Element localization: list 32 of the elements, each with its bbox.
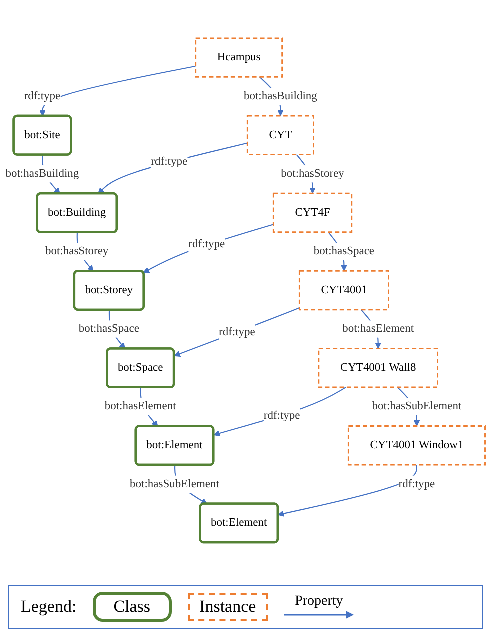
edge-label: rdf:type <box>398 478 436 490</box>
instance-sample: Instance <box>188 593 268 621</box>
arrow <box>174 308 300 358</box>
edge-label: bot:hasSubElement <box>372 400 462 413</box>
edge-label: rdf:type <box>24 90 61 102</box>
arrow <box>214 386 346 437</box>
edge-label: bot:hasStorey <box>281 168 344 180</box>
edge-label: rdf:type <box>188 238 226 250</box>
arrow <box>278 465 418 517</box>
class-sample: Class <box>92 592 172 622</box>
edge-label: bot:hasBuilding <box>244 90 318 102</box>
edge-label: bot:hasStorey <box>45 245 109 258</box>
arrow <box>40 66 196 117</box>
legend-text: Property <box>295 594 344 610</box>
edge-label: bot:hasElement <box>104 400 176 413</box>
edge-label: rdf:type <box>219 326 256 338</box>
node-box: CYT4F <box>272 192 353 234</box>
edge-label: bot:hasElement <box>342 322 414 336</box>
arrow <box>98 142 248 194</box>
node-box: CYT4001 <box>298 270 390 311</box>
node-box: Hcampus <box>195 38 284 78</box>
node-box: CYT <box>246 115 314 156</box>
edge-label: bot:hasSubElement <box>130 478 220 490</box>
legend-title: Legend: <box>21 597 77 617</box>
edge-label: rdf:type <box>264 409 300 422</box>
edge-label: bot:hasBuilding <box>6 168 80 180</box>
arrow <box>143 224 274 274</box>
node-box: CYT4001 Wall8 <box>318 348 438 388</box>
edge-label: rdf:type <box>151 156 188 168</box>
edge-label: bot:hasSpace <box>78 322 140 336</box>
edge-label: bot:hasSpace <box>314 245 375 258</box>
node-box: CYT4001 Window1 <box>348 426 486 466</box>
